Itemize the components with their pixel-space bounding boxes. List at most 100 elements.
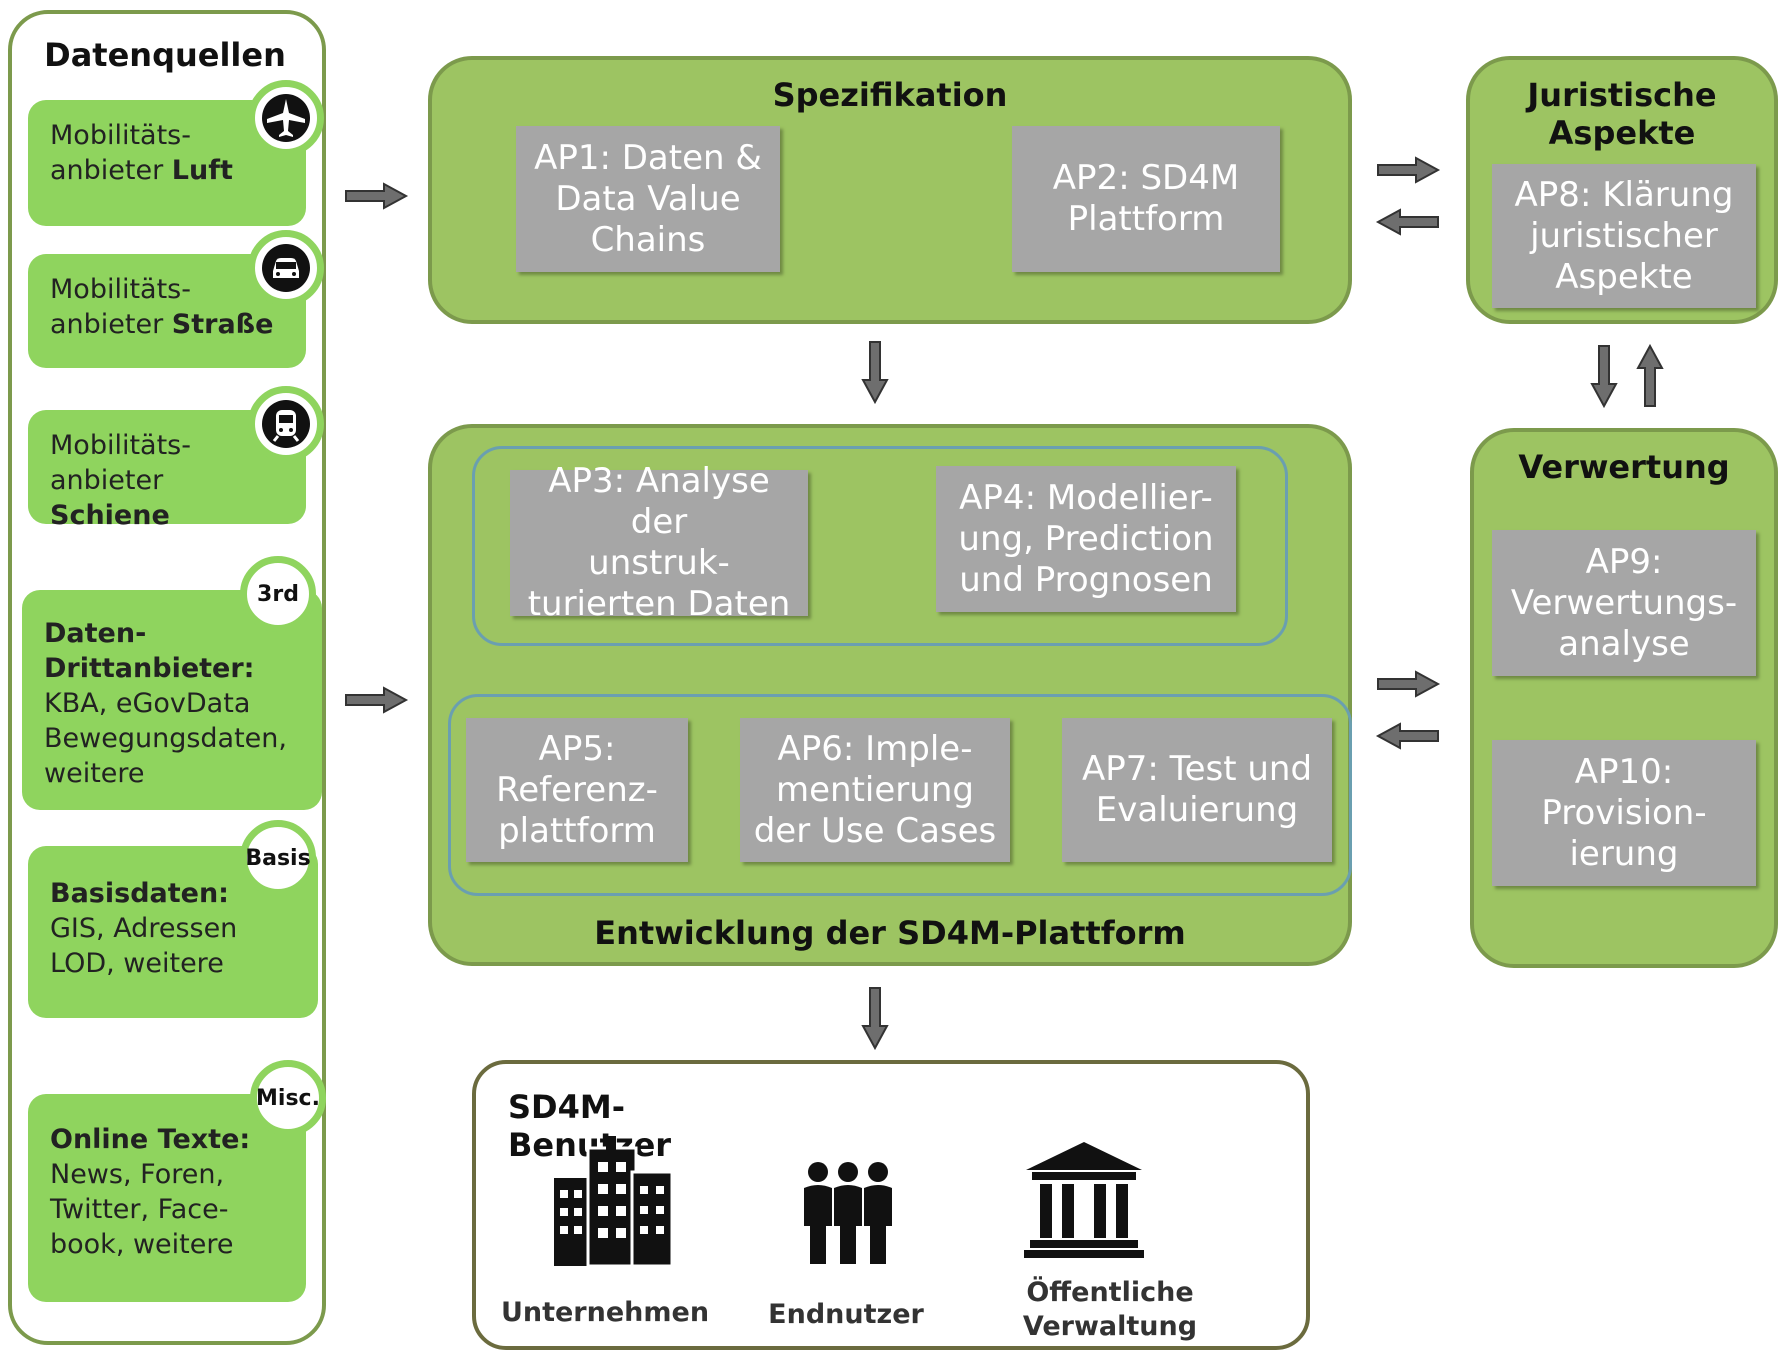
arrow-spezifikation-to-juristische bbox=[1377, 157, 1439, 183]
ap9-line3: analyse bbox=[1558, 623, 1690, 664]
badge-misc: Misc. bbox=[250, 1060, 326, 1136]
ap3-line2: unstruk- bbox=[588, 543, 730, 583]
source-strasse: Mobilitäts- anbieter Straße bbox=[28, 254, 306, 368]
source-schiene-bold: Schiene bbox=[50, 500, 170, 531]
endnutzer-label: Endnutzer bbox=[768, 1299, 924, 1330]
ap3-line1: AP3: Analyse der bbox=[548, 461, 770, 542]
ap8-line2: juristischer bbox=[1530, 215, 1718, 256]
drittanbieter-line3: weitere bbox=[44, 758, 145, 789]
ap6-line1: AP6: Imple- bbox=[777, 728, 973, 769]
ap6-line2: mentierung bbox=[776, 769, 974, 810]
drittanbieter-line1: KBA, eGovData bbox=[44, 688, 251, 719]
drittanbieter-title2: Drittanbieter: bbox=[44, 653, 255, 684]
ap10-line2: Provision- bbox=[1541, 792, 1707, 833]
train-icon bbox=[248, 386, 324, 462]
arrow-juristische-to-spezifikation bbox=[1377, 209, 1439, 235]
ap2-line1: AP2: SD4M bbox=[1052, 158, 1240, 198]
ap5-line2: Referenz- bbox=[496, 769, 658, 810]
arrow-spezifikation-to-entwicklung bbox=[862, 341, 888, 403]
user-label-endnutzer: Endnutzer bbox=[736, 1298, 956, 1332]
source-strasse-line2: anbieter Straße bbox=[50, 307, 290, 342]
ap8-line1: AP8: Klärung bbox=[1514, 174, 1734, 215]
government-building-icon bbox=[1022, 1140, 1146, 1264]
ap9-line2: Verwertungs- bbox=[1510, 582, 1738, 623]
arrow-entwicklung-to-benutzer bbox=[862, 987, 888, 1049]
source-luft-prefix: anbieter bbox=[50, 155, 172, 186]
ap5-box: AP5:Referenz-plattform bbox=[466, 718, 688, 862]
entwicklung-title: Entwicklung der SD4M-Plattform bbox=[594, 914, 1186, 952]
airplane-icon bbox=[248, 80, 324, 156]
verwertung-title: Verwertung bbox=[1518, 448, 1730, 486]
ap10-line3: ierung bbox=[1569, 833, 1679, 874]
source-strasse-bold: Straße bbox=[171, 309, 274, 340]
ap3-line3: turierten Daten bbox=[527, 584, 791, 624]
misc-line2: Twitter, Face- bbox=[50, 1194, 229, 1225]
ap1-line2: Data Value bbox=[555, 178, 741, 219]
misc-title: Online Texte: bbox=[50, 1124, 251, 1155]
ap10-line1: AP10: bbox=[1574, 751, 1674, 792]
basis-line1: GIS, Adressen bbox=[50, 913, 238, 944]
source-luft-line1: Mobilitäts- bbox=[50, 120, 191, 151]
ap7-line2: Evaluierung bbox=[1095, 790, 1299, 830]
spezifikation-title: Spezifikation bbox=[772, 76, 1008, 114]
badge-3rd: 3rd bbox=[240, 556, 316, 632]
drittanbieter-title1: Daten- bbox=[44, 618, 147, 649]
ap7-line1: AP7: Test und bbox=[1081, 749, 1313, 789]
ap5-line3: plattform bbox=[498, 810, 656, 851]
user-label-unternehmen: Unternehmen bbox=[490, 1296, 720, 1330]
ap4-line2: ung, Prediction bbox=[958, 518, 1214, 559]
arrow-juristische-to-verwertung bbox=[1591, 345, 1617, 407]
implementierung-group-frame bbox=[448, 694, 1352, 896]
source-schiene-line2: anbieter Schiene bbox=[50, 463, 290, 533]
misc-line1: News, Foren, bbox=[50, 1159, 225, 1190]
arrow-entwicklung-to-verwertung bbox=[1377, 671, 1439, 697]
unternehmen-label: Unternehmen bbox=[500, 1297, 710, 1328]
source-online-texte: Online Texte: News, Foren, Twitter, Face… bbox=[28, 1094, 306, 1302]
juristische-title: Juristische Aspekte bbox=[1466, 76, 1778, 152]
verwaltung-label2: Verwaltung bbox=[1022, 1311, 1198, 1342]
source-luft: Mobilitäts- anbieter Luft bbox=[28, 100, 306, 226]
source-luft-bold: Luft bbox=[171, 155, 233, 186]
arrow-verwertung-to-juristische bbox=[1637, 345, 1663, 407]
ap1-line1: AP1: Daten & bbox=[534, 137, 762, 178]
source-strasse-line1: Mobilitäts- bbox=[50, 274, 191, 305]
basis-line2: LOD, weitere bbox=[50, 948, 224, 979]
ap1-line3: Chains bbox=[590, 219, 706, 260]
ap5-line1: AP5: bbox=[538, 728, 616, 769]
ap6-line3: der Use Cases bbox=[753, 810, 997, 851]
ap4-line1: AP4: Modellier- bbox=[959, 477, 1213, 518]
ap4-line3: und Prognosen bbox=[959, 559, 1213, 600]
badge-basis: Basis bbox=[240, 820, 316, 896]
analyse-group-frame bbox=[472, 446, 1288, 646]
datenquellen-title: Datenquellen bbox=[44, 36, 286, 74]
drittanbieter-line2: Bewegungsdaten, bbox=[44, 723, 287, 754]
source-schiene-line1: Mobilitäts- bbox=[50, 430, 191, 461]
ap9-box: AP9:Verwertungs-analyse bbox=[1492, 530, 1756, 676]
verwertung-panel bbox=[1470, 428, 1778, 968]
source-strasse-prefix: anbieter bbox=[50, 309, 172, 340]
buildings-icon bbox=[548, 1136, 678, 1272]
arrow-sources-to-spezifikation bbox=[345, 183, 407, 209]
people-icon bbox=[796, 1160, 900, 1270]
verwaltung-label1: Öffentliche bbox=[1026, 1277, 1194, 1308]
source-schiene-prefix: anbieter bbox=[50, 465, 164, 496]
benutzer-title: SD4M-Benutzer bbox=[508, 1088, 672, 1164]
ap8-line3: Aspekte bbox=[1555, 256, 1693, 297]
juristische-title-line2: Aspekte bbox=[1548, 114, 1696, 152]
arrow-sources-to-entwicklung bbox=[345, 687, 407, 713]
ap9-line1: AP9: bbox=[1585, 541, 1663, 582]
source-basisdaten: Basisdaten: GIS, Adressen LOD, weitere bbox=[28, 846, 318, 1018]
source-luft-line2: anbieter Luft bbox=[50, 153, 290, 188]
juristische-title-line1: Juristische bbox=[1527, 76, 1717, 114]
car-icon bbox=[248, 230, 324, 306]
misc-line3: book, weitere bbox=[50, 1229, 234, 1260]
ap10-box: AP10:Provision-ierung bbox=[1492, 740, 1756, 886]
ap2-line2: Plattform bbox=[1067, 199, 1225, 239]
